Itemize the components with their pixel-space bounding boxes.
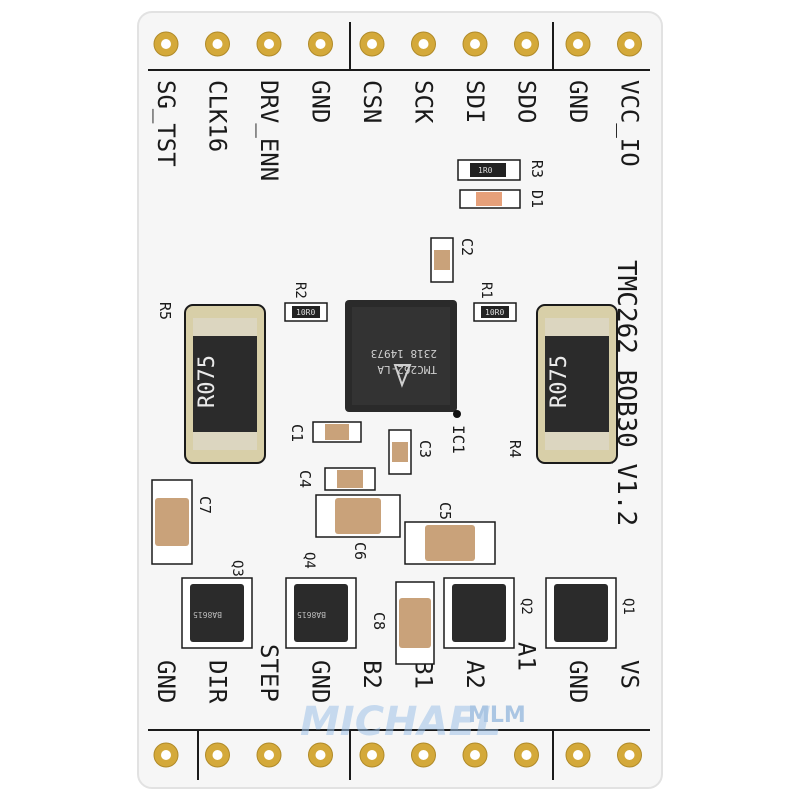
bottom-pin-label-8: A1 [513,642,541,671]
watermark-brand: MLM [468,703,526,728]
bottom-pad-2-hole [212,750,223,760]
top-pad-2-hole [212,39,223,49]
c5-capacitor [404,521,496,565]
top-pin-label-2: CLK16 [204,80,232,152]
top-header-pads [153,31,642,57]
d1-ref: D1 [528,190,546,208]
c2-ref: C2 [458,238,476,256]
bottom-pad-5-hole [367,750,377,760]
q4-mosfet: BA8615 [285,577,357,649]
r3-value: 1R0 [478,166,493,175]
c2-capacitor [430,237,454,283]
bottom-pad-6-hole [418,750,429,760]
r2-ref: R2 [292,282,308,299]
top-pad-7-hole [470,39,480,49]
top-pin-label-4: GND [307,80,335,123]
top-pin-label-6: SCK [410,80,438,124]
q1-mosfet [545,577,617,649]
c5-ref: C5 [436,502,454,520]
top-pin-label-7: SDI [461,80,489,123]
q4-marking: BA8615 [297,610,326,619]
watermark-logo: MICHAEL MLM [300,699,526,745]
q3-marking: BA8615 [193,610,222,619]
q3-ref: Q3 [229,560,245,577]
r4-value: R075 [547,355,572,408]
ic1-ref: IC1 [449,425,468,454]
q2-ref: Q2 [518,598,534,615]
top-header-outline [148,22,650,780]
bottom-pad-3-hole [264,750,274,760]
bottom-pin-label-5: B2 [358,660,386,689]
r2-value: 10R0 [296,308,315,317]
top-pin-label-1: SG_TST [152,80,180,167]
c1-ref: C1 [288,424,306,442]
r1-ref: R1 [478,282,494,299]
bottom-pin-label-3: STEP [255,644,283,702]
ic1-chip: TMC262-LA 2318 14973 [345,300,461,418]
q2-mosfet [443,577,515,649]
c4-ref: C4 [296,470,314,488]
top-pad-8-hole [521,39,532,49]
top-pin-label-5: CSN [358,80,386,123]
d1-led [459,189,521,209]
bottom-pin-label-7: A2 [461,660,489,689]
top-pin-label-8: SDO [513,80,541,123]
bottom-header-pads [153,742,642,768]
bottom-pad-7-hole [470,750,480,760]
r3-ref: R3 [528,160,546,178]
watermark-text: MICHAEL [300,699,501,745]
c7-ref: C7 [196,496,214,514]
c3-ref: C3 [416,440,434,458]
top-pad-6-hole [418,39,429,49]
top-pad-9-hole [573,39,583,49]
bottom-pin-label-6: B1 [410,660,438,689]
bottom-pad-8-hole [521,750,532,760]
trinamic-logo-icon [393,364,412,388]
q1-ref: Q1 [620,598,636,615]
top-pad-1-hole [161,39,171,49]
q3-mosfet: BA8615 [181,577,253,649]
top-pad-10-hole [624,39,635,49]
bottom-pin-label-9: GND [564,660,592,703]
r1-value: 10R0 [485,308,504,317]
r4-ref: R4 [506,440,524,458]
r5-shunt-resistor: R075 [184,304,266,464]
bottom-pad-9-hole [573,750,583,760]
bottom-pin-label-1: GND [152,660,180,703]
c4-capacitor [324,467,376,491]
c8-capacitor [395,581,435,665]
bottom-pin-label-2: DIR [204,660,232,704]
top-pin-label-9: GND [564,80,592,123]
r5-value: R075 [195,355,220,408]
top-pin-label-10: VCC_IO [616,80,644,167]
ic1-marking-line1: TMC262-LA [377,363,437,376]
top-pad-4-hole [315,39,326,49]
c8-ref: C8 [370,612,388,630]
r1-resistor: 10R0 [473,302,517,322]
r2-resistor: 10R0 [284,302,328,322]
bottom-pad-1-hole [161,750,171,760]
c3-capacitor [388,429,412,475]
top-pad-3-hole [264,39,274,49]
top-pin-labels: SG_TST CLK16 DRV_ENN GND CSN SCK SDI SDO GND VCC_… [152,80,644,181]
r3-resistor: 1R0 [457,159,521,181]
top-pad-5-hole [367,39,377,49]
c1-capacitor [312,421,362,443]
ic1-marking-line2: 2318 14973 [371,347,437,360]
c6-ref: C6 [351,542,369,560]
bottom-pin-label-4: GND [307,660,335,703]
bottom-pad-4-hole [315,750,326,760]
c7-capacitor [151,479,193,565]
c6-capacitor [315,494,401,538]
q4-ref: Q4 [301,552,317,569]
top-pin-label-3: DRV_ENN [255,80,283,181]
r4-shunt-resistor: R075 [536,304,618,464]
bottom-pin-label-10: VS [616,660,644,689]
bottom-pad-10-hole [624,750,635,760]
r5-ref: R5 [156,302,174,320]
